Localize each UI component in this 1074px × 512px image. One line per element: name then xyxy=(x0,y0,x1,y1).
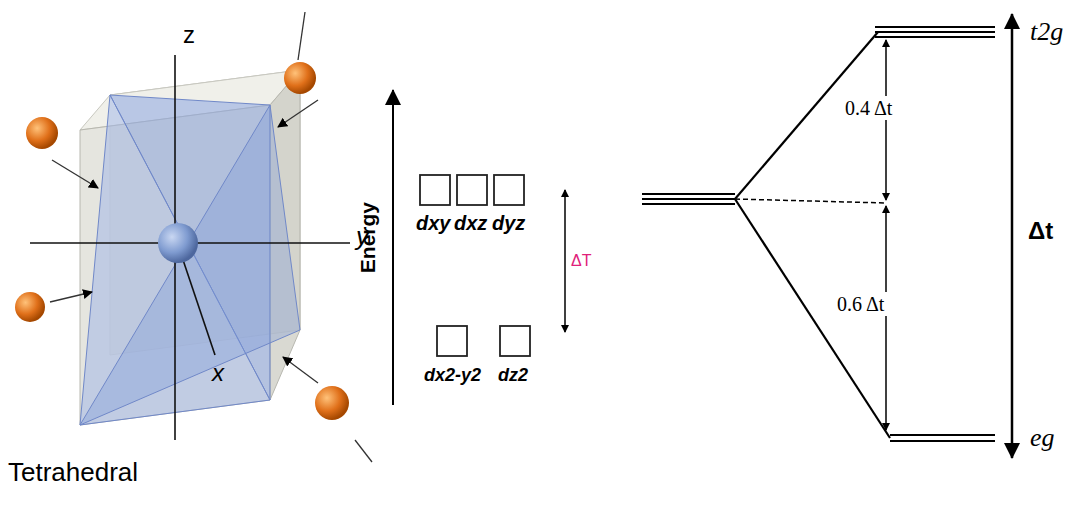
ligands xyxy=(15,12,372,462)
axes xyxy=(30,55,350,440)
axis-title: Energy xyxy=(356,202,379,273)
orbital-boxes xyxy=(420,175,530,356)
cube xyxy=(80,70,300,425)
level-label: t2g xyxy=(1030,18,1063,47)
axis-label: x xyxy=(212,360,224,386)
level-label: eg xyxy=(1030,424,1055,453)
orbital-label: dz2 xyxy=(498,366,528,386)
gap-arrow xyxy=(885,206,887,430)
gap-label: 0.6 Δt xyxy=(834,292,887,316)
orbital-label: dxy xyxy=(416,212,450,234)
axis-label: z xyxy=(183,22,195,48)
orbital-label: dx2-y2 xyxy=(424,366,481,386)
orbital-label: dyz xyxy=(492,212,525,234)
gap-arrow xyxy=(885,40,887,200)
gap-arrow xyxy=(1011,14,1014,458)
barycenter-line xyxy=(735,199,886,203)
tetrahedron xyxy=(80,95,300,425)
gap-arrow xyxy=(564,190,566,332)
orbital-label: dxz xyxy=(454,212,487,234)
gap-label: Δt xyxy=(1028,218,1053,244)
gap-label: ΔT xyxy=(571,252,591,270)
gap-label: 0.4 Δt xyxy=(842,96,895,120)
energy-axis xyxy=(392,90,394,405)
geometry-label: Tetrahedral xyxy=(8,458,138,487)
energy-levels xyxy=(642,27,995,441)
metal-ion xyxy=(158,223,198,263)
